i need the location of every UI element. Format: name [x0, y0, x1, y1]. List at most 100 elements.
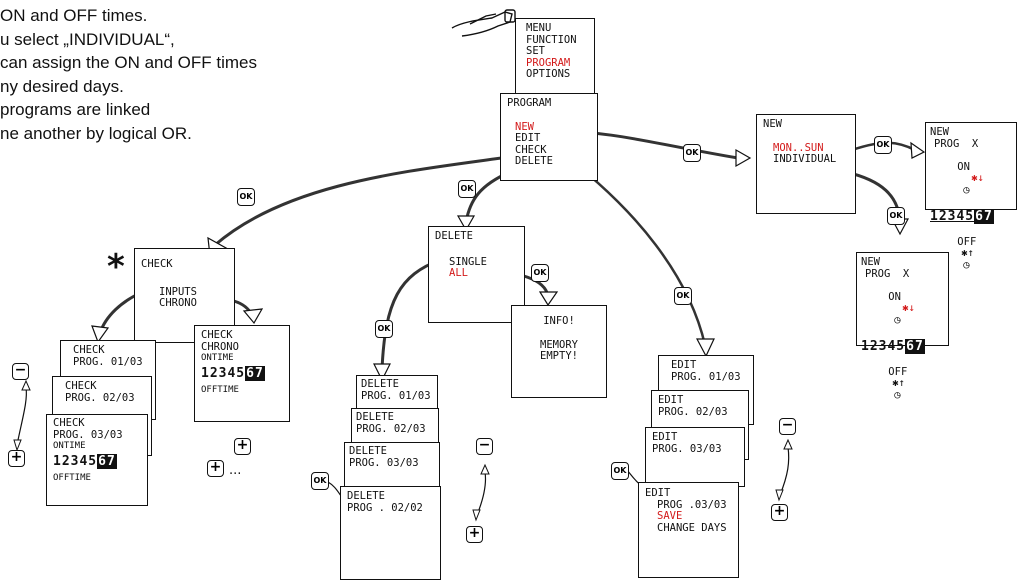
edit-prog-number: PROG. 03/03: [652, 444, 738, 456]
ok-button[interactable]: OK: [887, 207, 905, 225]
edit-prog-save[interactable]: SAVE: [645, 511, 732, 523]
check-chrono-days-selected: 67: [245, 366, 265, 381]
plus-button[interactable]: +: [8, 450, 25, 467]
asterisk-marker: *: [107, 250, 125, 284]
delete-prog-number: PROG. 01/03: [361, 391, 433, 403]
menu-screen: MENU FUNCTION SET PROGRAM OPTIONS: [515, 18, 595, 100]
ok-button[interactable]: OK: [674, 287, 692, 305]
delete-title: DELETE: [435, 231, 518, 243]
new-prog-days: 1234567: [930, 211, 1012, 223]
delete-item-single[interactable]: SINGLE: [435, 257, 518, 269]
new-prog-days-selected: 67: [905, 339, 925, 354]
check-prog-screen-3: CHECK PROG. 03/03 ONTIME 1234567 OFFTIME: [46, 414, 148, 506]
new-prog-line1: NEW: [930, 127, 1012, 139]
check-chrono-offtime: OFFTIME: [201, 385, 283, 397]
delete-prog-title: DELETE: [347, 491, 434, 503]
check-prog-number: PROG. 03/03: [53, 430, 141, 442]
delete-prog-number: PROG. 03/03: [349, 458, 435, 470]
info-line1: INFO!: [518, 316, 600, 328]
new-prog-screen-top: NEW PROG X ON ✱↓ ◷ 1234567 OFF ✱↑ ◷: [925, 122, 1017, 210]
scroll-arrow-edit: [780, 447, 789, 495]
check-prog-days-plain: 12345: [53, 454, 97, 469]
clock-icon: ◷: [963, 184, 969, 196]
edit-prog-number: PROG. 02/03: [658, 407, 742, 419]
intro-line: ON and OFF times.: [0, 4, 380, 28]
clock-icon: ◷: [894, 389, 900, 401]
new-prog-screen-bottom: NEW PROG X ON ✱↓ ◷ 1234567 OFF ✱↑ ◷: [856, 252, 949, 346]
delete-prog-number: PROG . 02/02: [347, 503, 434, 515]
new-prog-on-label: ON: [888, 291, 901, 303]
ok-button[interactable]: OK: [311, 472, 329, 490]
info-line3: EMPTY!: [518, 351, 600, 363]
check-chrono-ontime: ONTIME: [201, 353, 283, 365]
ok-button[interactable]: OK: [237, 188, 255, 206]
intro-line: ne another by logical OR.: [0, 122, 380, 146]
check-chrono-days: 1234567: [201, 368, 283, 380]
check-prog-ontime: ONTIME: [53, 441, 141, 453]
intro-line: programs are linked: [0, 98, 380, 122]
ok-button[interactable]: OK: [611, 462, 629, 480]
check-prog-days-selected: 67: [97, 454, 117, 469]
minus-button[interactable]: −: [476, 438, 493, 455]
arrow-down-icon: ↓: [909, 302, 915, 314]
edit-prog-title: EDIT: [665, 360, 747, 372]
plus-button[interactable]: +: [207, 460, 224, 477]
menu-title: MENU: [526, 23, 588, 35]
ok-button[interactable]: OK: [683, 144, 701, 162]
ok-button[interactable]: OK: [874, 136, 892, 154]
intro-line: u select „INDIVIDUAL“,: [0, 28, 380, 52]
arrow-up-icon: ↑: [899, 377, 905, 389]
menu-item-options[interactable]: OPTIONS: [526, 69, 588, 81]
clock-icon: ◷: [963, 259, 969, 271]
scroll-arrow-delete: [477, 472, 486, 515]
plus-button[interactable]: +: [234, 438, 251, 455]
edit-prog-screen-4: EDIT PROG .03/03 SAVE CHANGE DAYS: [638, 482, 739, 578]
plus-button[interactable]: +: [466, 526, 483, 543]
plus-button[interactable]: +: [771, 504, 788, 521]
delete-prog-title: DELETE: [356, 412, 434, 424]
new-prog-line2: PROG X: [861, 269, 944, 281]
check-chrono-title: CHECK: [201, 330, 283, 342]
edit-prog-title: EDIT: [658, 395, 742, 407]
check-chrono-line2: CHRONO: [201, 342, 283, 354]
new-prog-days-selected: 67: [974, 209, 994, 224]
edit-prog-title: EDIT: [645, 488, 732, 500]
check-prog-days: 1234567: [53, 456, 141, 468]
info-screen: INFO! MEMORY EMPTY!: [511, 305, 607, 398]
program-screen: PROGRAM NEW EDIT CHECK DELETE: [500, 93, 598, 181]
new-item-individual[interactable]: INDIVIDUAL: [763, 154, 849, 166]
ok-button[interactable]: OK: [375, 320, 393, 338]
edit-prog-screen-3: EDIT PROG. 03/03: [645, 427, 745, 487]
check-chrono-screen: CHECK CHRONO ONTIME 1234567 OFFTIME: [194, 325, 290, 422]
edit-prog-title: EDIT: [652, 432, 738, 444]
intro-text: ON and OFF times. u select „INDIVIDUAL“,…: [0, 4, 380, 145]
check-prog-number: PROG. 01/03: [67, 357, 149, 369]
delete-prog-title: DELETE: [361, 379, 433, 391]
check-prog-title: CHECK: [53, 418, 141, 430]
minus-button[interactable]: −: [779, 418, 796, 435]
delete-prog-title: DELETE: [349, 446, 435, 458]
check-prog-title: CHECK: [67, 345, 149, 357]
delete-item-all[interactable]: ALL: [435, 268, 518, 280]
program-item-delete[interactable]: DELETE: [507, 156, 591, 168]
program-item-edit[interactable]: EDIT: [507, 133, 591, 145]
new-prog-days: 1234567: [861, 341, 944, 353]
check-prog-number: PROG. 02/03: [59, 393, 145, 405]
edit-prog-change-days[interactable]: CHANGE DAYS: [645, 523, 732, 535]
hand-pointer-icon: [452, 10, 515, 36]
check-item-chrono[interactable]: CHRONO: [141, 298, 228, 310]
check-prog-title: CHECK: [59, 381, 145, 393]
ok-button[interactable]: OK: [458, 180, 476, 198]
new-title: NEW: [763, 119, 849, 131]
new-prog-off-label: OFF: [957, 236, 976, 248]
clock-icon: ◷: [894, 314, 900, 326]
minus-button[interactable]: −: [12, 363, 29, 380]
ok-button[interactable]: OK: [531, 264, 549, 282]
program-title: PROGRAM: [507, 98, 591, 110]
edit-prog-number: PROG. 01/03: [665, 372, 747, 384]
ellipsis-text: ...: [229, 463, 241, 478]
scroll-arrow-check: [17, 388, 26, 445]
menu-item-set[interactable]: SET: [526, 46, 588, 58]
new-prog-line1: NEW: [861, 257, 944, 269]
delete-prog-screen-4: DELETE PROG . 02/02: [340, 486, 441, 580]
